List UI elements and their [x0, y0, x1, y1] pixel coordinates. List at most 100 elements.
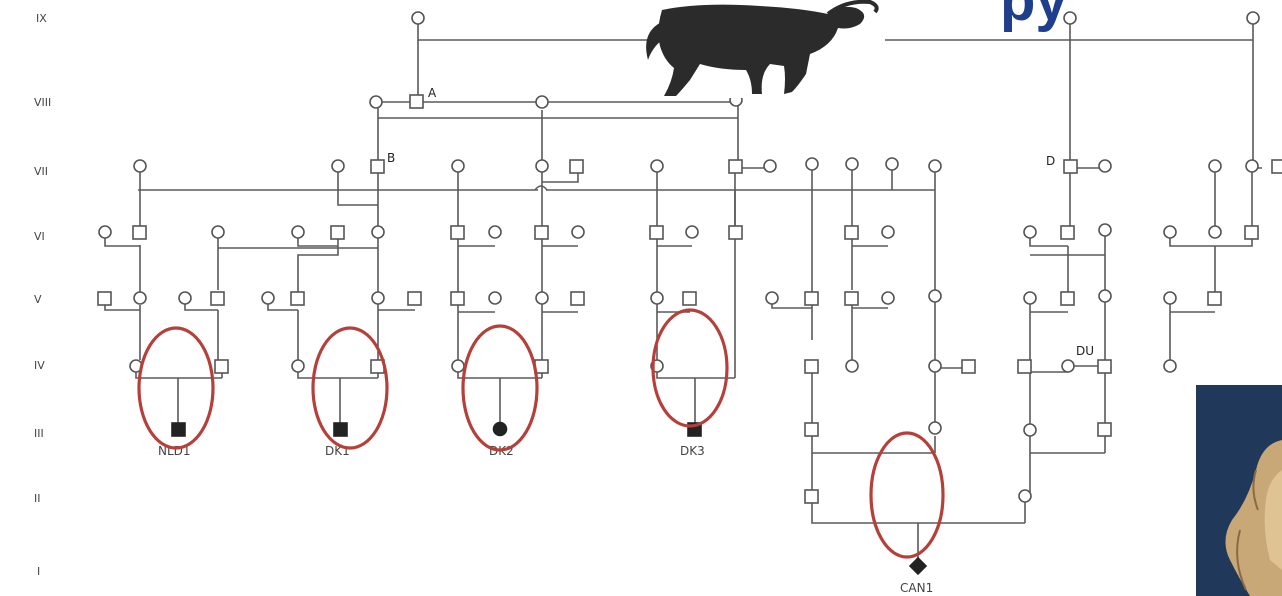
individual-male	[649, 225, 664, 240]
individual-male	[570, 291, 585, 306]
individual-female	[765, 291, 779, 305]
individual-female	[845, 157, 859, 171]
individual-female	[371, 291, 385, 305]
individual-male	[961, 359, 976, 374]
individual-male	[804, 291, 819, 306]
individual-male	[1097, 422, 1112, 437]
individual-male	[728, 225, 743, 240]
gen-label-ix: IX	[36, 12, 47, 25]
individual-female	[881, 225, 895, 239]
gen-label-iii: III	[34, 427, 44, 440]
individual-male	[330, 225, 345, 240]
individual-female	[411, 11, 425, 25]
individual-female	[488, 291, 502, 305]
individual-male	[1097, 359, 1112, 374]
highlight-ring	[869, 431, 945, 559]
individual-female	[928, 159, 942, 173]
individual-male	[290, 291, 305, 306]
affected-male	[171, 422, 186, 437]
individual-female	[763, 159, 777, 173]
gen-label-v: V	[34, 293, 42, 306]
individual-female	[1163, 359, 1177, 373]
individual-male	[844, 225, 859, 240]
individual-male	[682, 291, 697, 306]
individual-male	[1207, 291, 1222, 306]
individual-female	[211, 225, 225, 239]
tag-a: A	[428, 86, 437, 100]
individual-male	[1060, 291, 1075, 306]
individual-female	[331, 159, 345, 173]
highlight-ring	[461, 324, 539, 452]
individual-female	[1163, 225, 1177, 239]
individual-female	[1018, 489, 1032, 503]
individual-female	[369, 95, 383, 109]
individual-female	[1163, 291, 1177, 305]
highlight-ring	[651, 308, 729, 428]
individual-female	[1098, 289, 1112, 303]
dog-photo	[1196, 385, 1282, 596]
pedigree-lines	[104, 24, 1262, 562]
individual-female	[1098, 159, 1112, 173]
individual-male	[370, 159, 385, 174]
gen-label-vii: VII	[34, 165, 48, 178]
individual-female	[571, 225, 585, 239]
individual-male	[1063, 159, 1078, 174]
individual-male	[569, 159, 584, 174]
individual-female	[805, 157, 819, 171]
gen-label-viii: VIII	[34, 96, 51, 109]
individual-female	[928, 421, 942, 435]
individual-male	[450, 291, 465, 306]
individual-female	[291, 359, 305, 373]
bull-silhouette-icon	[646, 0, 885, 98]
individual-female	[535, 159, 549, 173]
individual-female	[1063, 11, 1077, 25]
individual-female	[1208, 159, 1222, 173]
individual-female	[261, 291, 275, 305]
individual-female	[488, 225, 502, 239]
individual-female	[1208, 225, 1222, 239]
individual-male	[1244, 225, 1259, 240]
individual-male	[210, 291, 225, 306]
individual-female	[535, 95, 549, 109]
individual-female	[1098, 223, 1112, 237]
individual-male	[728, 159, 743, 174]
gen-label-iv: IV	[34, 359, 45, 372]
affected-female	[492, 421, 508, 437]
founder-tags: A B D DU	[387, 86, 1094, 358]
highlight-ring	[137, 326, 215, 450]
individual-female	[98, 225, 112, 239]
gen-label-i: I	[37, 565, 40, 578]
individual-female	[845, 359, 859, 373]
individual-male	[804, 422, 819, 437]
proband-label-dk3: DK3	[680, 444, 705, 458]
individual-female	[685, 225, 699, 239]
gen-label-vi: VI	[34, 230, 45, 243]
individual-female	[371, 225, 385, 239]
individual-female	[650, 291, 664, 305]
tag-du: DU	[1076, 344, 1094, 358]
individual-female	[885, 157, 899, 171]
individual-female	[291, 225, 305, 239]
proband-labels: NLD1 DK1 DK2 DK3 CAN1	[158, 444, 933, 595]
tag-d: D	[1046, 154, 1055, 168]
highlight-ring	[311, 326, 389, 450]
individual-male	[450, 225, 465, 240]
individual-male	[534, 225, 549, 240]
affected-diamond	[908, 556, 928, 576]
individual-female	[133, 159, 147, 173]
highlight-rings	[137, 308, 945, 559]
individual-female	[133, 291, 147, 305]
individual-female	[1023, 423, 1037, 437]
individual-female	[928, 289, 942, 303]
affected-male	[333, 422, 348, 437]
individual-male	[1017, 359, 1032, 374]
individual-male	[804, 489, 819, 504]
individual-female	[1245, 159, 1259, 173]
gen-label-ii: II	[34, 492, 41, 505]
individual-male	[97, 291, 112, 306]
individual-female	[1246, 11, 1260, 25]
generation-labels: IX VIII VII VI V IV III II I	[34, 12, 51, 578]
individual-female	[1061, 359, 1075, 373]
individual-female	[451, 359, 465, 373]
